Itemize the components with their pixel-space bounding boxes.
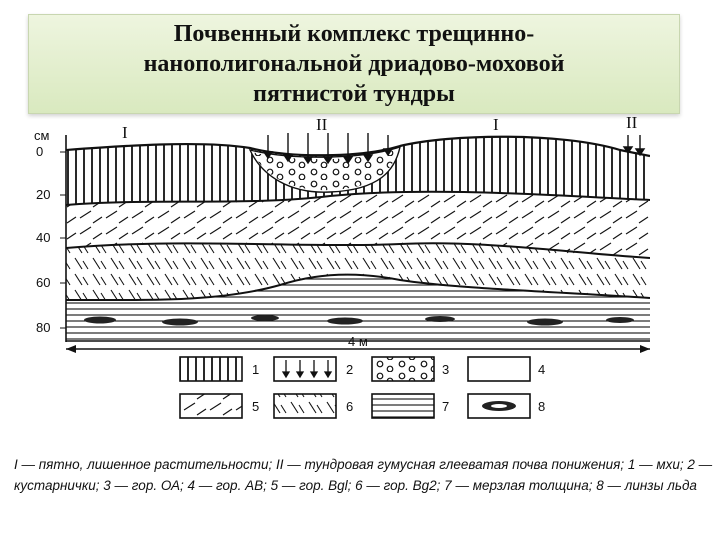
legend-item-1: 1 (179, 356, 259, 382)
soil-profile-diagram: см 0 20 40 60 80 I II I II (34, 113, 650, 419)
axis-unit: см (34, 128, 50, 143)
depth-axis: см 0 20 40 60 80 (34, 128, 67, 342)
tick-20: 20 (36, 187, 50, 202)
legend-item-8: 8 (467, 393, 545, 419)
soil-layers (66, 135, 650, 342)
svg-text:7: 7 (442, 399, 449, 414)
svg-text:4: 4 (538, 362, 545, 377)
tick-0: 0 (36, 144, 43, 159)
legend-item-7: 7 (371, 393, 449, 419)
svg-text:6: 6 (346, 399, 353, 414)
shrub-arrows (262, 133, 646, 165)
ice-lenses (84, 315, 634, 326)
scale-label: 4 м (348, 334, 368, 349)
tick-40: 40 (36, 230, 50, 245)
zone-label-1: I (122, 123, 128, 142)
svg-text:3: 3 (442, 362, 449, 377)
tick-80: 80 (36, 320, 50, 335)
svg-text:2: 2 (346, 362, 353, 377)
zone-label-4: II (626, 113, 638, 132)
legend-item-4: 4 (467, 356, 545, 382)
legend-item-6: 6 (273, 393, 353, 419)
zone-label-3: I (493, 115, 499, 134)
zone-label-2: II (316, 115, 328, 134)
legend-caption: I — пятно, лишенное растительности; II —… (14, 457, 713, 493)
tick-60: 60 (36, 275, 50, 290)
legend: 1 2 3 4 5 6 (179, 356, 545, 419)
svg-text:5: 5 (252, 399, 259, 414)
slide-title: Почвенный комплекс трещинно- нанополигон… (143, 21, 565, 107)
legend-item-3: 3 (371, 356, 449, 382)
scale-bar: 4 м (66, 334, 650, 353)
svg-text:1: 1 (252, 362, 259, 377)
title-box: Почвенный комплекс трещинно- нанополигон… (28, 14, 680, 114)
legend-item-5: 5 (179, 393, 259, 419)
svg-text:8: 8 (538, 399, 545, 414)
layer-bg2 (66, 243, 650, 301)
layer-permafrost (66, 274, 650, 342)
layer-bgl (66, 191, 650, 258)
legend-item-2: 2 (273, 356, 353, 382)
